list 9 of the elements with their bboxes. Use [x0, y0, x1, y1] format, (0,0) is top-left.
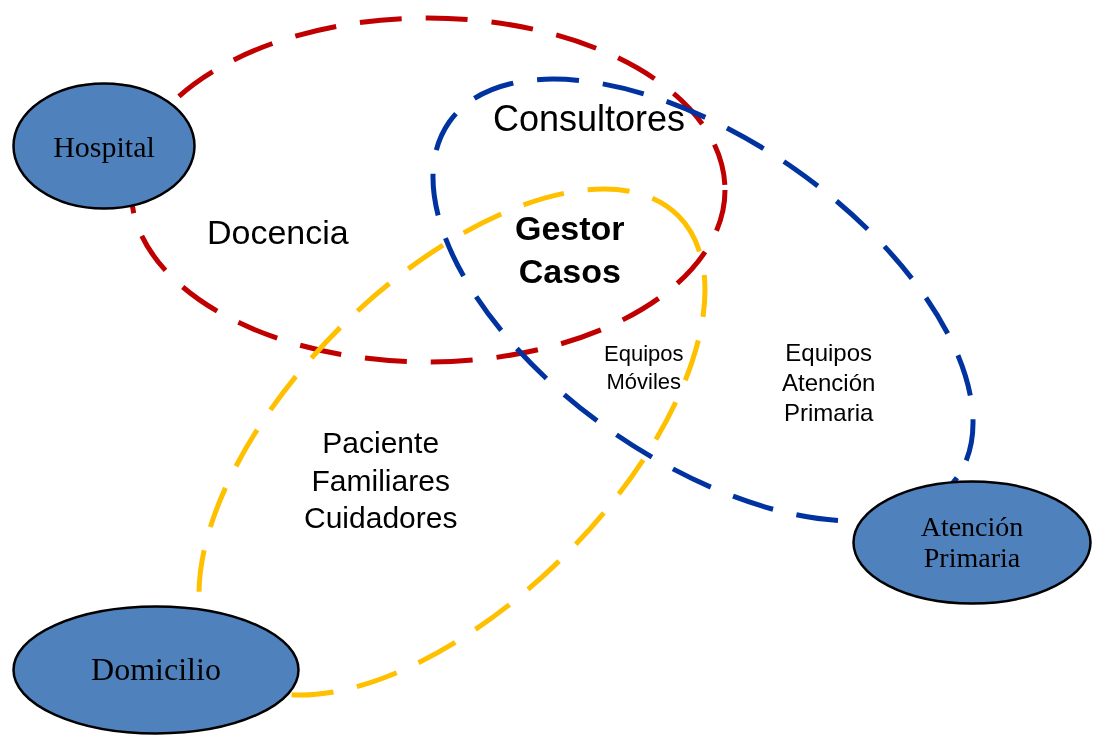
overlap-label: Gestor Casos: [515, 208, 625, 292]
place-name: Hospital: [53, 129, 155, 163]
overlap-label: Equipos Móviles: [604, 340, 684, 395]
place-name: Domicilio: [91, 652, 221, 688]
overlap-label: Consultores: [493, 97, 686, 141]
region-label: Docencia: [207, 212, 349, 253]
region-label: Paciente Familiares Cuidadores: [304, 425, 458, 536]
region-label: Equipos Atención Primaria: [782, 338, 876, 428]
place-name: Atención Primaria: [920, 511, 1024, 574]
